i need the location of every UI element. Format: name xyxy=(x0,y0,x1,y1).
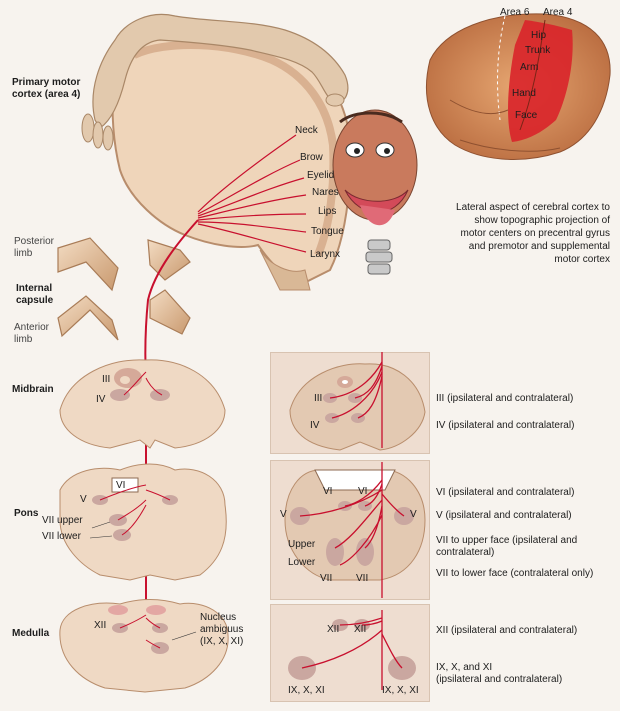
panel-medulla-drawing xyxy=(288,610,416,690)
pons-v-label: V xyxy=(80,494,87,505)
area4-label: Area 4 xyxy=(543,7,573,18)
panel-medulla-xii-left: XII xyxy=(327,624,340,635)
internal-capsule-line1: Internal xyxy=(16,283,53,294)
pons-desc-vi: VI (ipsilateral and contralateral) xyxy=(436,487,575,498)
panel-pons-v-right: V xyxy=(410,509,417,520)
lateral-caption: Lateral aspect of cerebral cortex to sho… xyxy=(430,201,610,266)
panel-pons-lower: Lower xyxy=(288,557,316,568)
panel-medulla-ixxxi-right: IX, X, XI xyxy=(382,685,419,696)
pons-fibers xyxy=(99,484,171,536)
pons-desc-vii-upper: VII to upper face (ipsilateral and contr… xyxy=(436,535,577,559)
panel-pons-vii-right: VII xyxy=(356,573,369,584)
medulla-fibers xyxy=(119,614,161,649)
panel-pons-vi-left: VI xyxy=(323,486,333,497)
midbrain-fibers xyxy=(123,371,163,396)
lateral-caption-line3: motor centers on precentral gyrus xyxy=(460,228,610,239)
panel-medulla-ixxxi-left: IX, X, XI xyxy=(288,685,325,696)
medulla-label: Medulla xyxy=(12,628,50,639)
lateral-caption-line1: Lateral aspect of cerebral cortex to xyxy=(456,202,610,213)
neck-label: Neck xyxy=(295,125,318,136)
anterior-limb-line1: Anterior xyxy=(14,322,50,333)
brow-label: Brow xyxy=(300,152,323,163)
vii-lower-label: VII lower xyxy=(42,531,81,542)
medulla-desc-xii: XII (ipsilateral and contralateral) xyxy=(436,625,578,636)
posterior-limb-line2: limb xyxy=(14,248,33,259)
area6-label: Area 6 xyxy=(500,7,530,18)
panel-pons-v-left: V xyxy=(280,509,287,520)
pons-desc-v: V (ipsilateral and contralateral) xyxy=(436,510,572,521)
nucleus-ambiguus-line2: ambiguus xyxy=(200,624,244,635)
panel-pons-drawing xyxy=(284,462,426,598)
anterior-limb-label: Anterior limb xyxy=(14,322,49,346)
pons-desc-vii-lower: VII to lower face (contralateral only) xyxy=(436,568,594,579)
trunk-label: Trunk xyxy=(525,45,551,56)
midbrain-iii-label: III xyxy=(102,374,111,385)
lateral-caption-line5: motor cortex xyxy=(554,254,610,265)
internal-capsule-label: Internal capsule xyxy=(16,283,53,307)
lateral-caption-line4: and premotor and supplemental xyxy=(468,241,610,252)
nucleus-ambiguus-line1: Nucleus xyxy=(200,612,237,623)
nucleus-ambiguus-label: Nucleus ambiguus (IX, X, XI) xyxy=(200,612,243,648)
panel-medulla-xii-right: XII xyxy=(354,624,367,635)
coronal-section xyxy=(111,25,352,291)
internal-capsule-line2: capsule xyxy=(16,295,54,306)
larynx-label: Larynx xyxy=(310,249,341,260)
panel-pons-upper: Upper xyxy=(288,539,316,550)
panel-midbrain-iii: III xyxy=(314,393,323,404)
pons-vi-label: VI xyxy=(116,480,126,491)
eyelid-label: Eyelid xyxy=(307,170,335,181)
internal-capsule xyxy=(57,237,191,341)
face-label: Face xyxy=(515,110,538,121)
posterior-limb-line1: Posterior xyxy=(14,236,55,247)
homunculus-face xyxy=(332,109,418,226)
medulla-desc-ixxxi: IX, X, and XI (ipsilateral and contralat… xyxy=(436,662,562,686)
pons-label: Pons xyxy=(14,508,39,519)
leader-lines xyxy=(89,521,197,641)
arm-label: Arm xyxy=(520,62,539,73)
panel-midbrain-drawing xyxy=(289,352,426,451)
hand-label: Hand xyxy=(512,88,536,99)
pons-section xyxy=(59,463,227,581)
vii-upper-label: VII upper xyxy=(42,515,83,526)
medulla-xii-label: XII xyxy=(94,620,107,631)
midbrain-label: Midbrain xyxy=(12,384,54,395)
posterior-limb-label: Posterior limb xyxy=(14,236,54,260)
panel-midbrain-iv: IV xyxy=(310,420,320,431)
nares-label: Nares xyxy=(312,187,339,198)
midbrain-desc-2: IV (ipsilateral and contralateral) xyxy=(436,420,575,431)
tongue-label: Tongue xyxy=(311,226,344,237)
fingers xyxy=(81,93,345,151)
medulla-desc-ixxxi-line2: (ipsilateral and contralateral) xyxy=(436,674,563,685)
pons-desc-vii-upper-line1: VII to upper face (ipsilateral and xyxy=(436,535,578,546)
hip-label: Hip xyxy=(531,30,547,41)
panel-pons-vi-right: VI xyxy=(358,486,368,497)
medulla-desc-ixxxi-line1: IX, X, and XI xyxy=(436,662,493,673)
midbrain-iv-label: IV xyxy=(96,394,106,405)
primary-motor-cortex-label: Primary motor cortex (area 4) xyxy=(12,77,80,101)
pons-desc-vii-upper-line2: contralateral) xyxy=(436,547,495,558)
nucleus-ambiguus-line3: (IX, X, XI) xyxy=(200,636,244,647)
corticobulbar-fan xyxy=(197,134,307,253)
primary-motor-line1: Primary motor xyxy=(12,77,81,88)
midbrain-desc-1: III (ipsilateral and contralateral) xyxy=(436,393,574,404)
lateral-brain xyxy=(426,13,611,160)
anterior-limb-line2: limb xyxy=(14,334,33,345)
lateral-caption-line2: show topographic projection of xyxy=(474,215,610,226)
midbrain-section xyxy=(59,359,226,449)
primary-motor-line2: cortex (area 4) xyxy=(12,89,81,100)
lips-label: Lips xyxy=(318,206,337,217)
panel-pons-vii-left: VII xyxy=(320,573,333,584)
larynx-shape xyxy=(365,239,393,275)
